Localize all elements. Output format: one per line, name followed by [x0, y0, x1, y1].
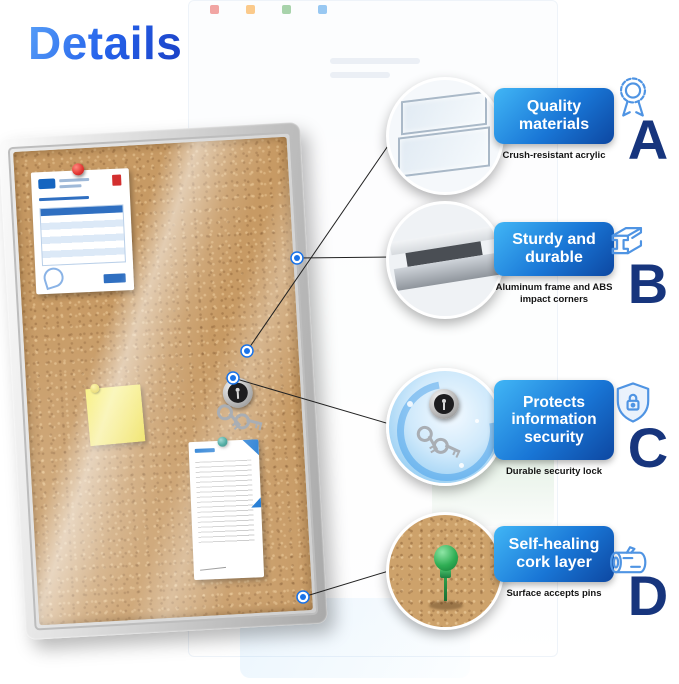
feature-title-d: Self-healing cork layer — [508, 535, 600, 571]
background-blue-dot — [318, 5, 327, 14]
aluminum-profile-photo — [386, 201, 504, 319]
feature-subtitle-c: Durable security lock — [505, 466, 603, 477]
wood-log-icon — [604, 532, 654, 582]
aluminum-channel — [389, 226, 501, 294]
marker-dot-b — [290, 251, 304, 265]
feature-title-c: Protects information security — [511, 393, 597, 446]
background-red-dot — [210, 5, 219, 14]
feature-subtitle-a: Crush-resistant acrylic — [502, 150, 606, 161]
security-lock-keys-photo — [386, 368, 504, 486]
feature-letter-a: A — [627, 108, 669, 171]
feature-subtitle-b: Aluminum frame and ABS impact corners — [495, 282, 613, 305]
background-orange-dot — [246, 5, 255, 14]
key-tooth — [455, 452, 460, 458]
medal-icon — [608, 72, 658, 122]
lock-cylinder — [434, 394, 454, 414]
water-drop — [459, 463, 464, 468]
feature-letter-b: B — [627, 252, 669, 315]
cork-push-pin-photo — [386, 512, 504, 630]
green-pin-neck — [440, 569, 451, 578]
marker-dot-a — [240, 344, 254, 358]
feature-banner-b: Sturdy and durable — [494, 222, 614, 276]
water-drop — [407, 401, 413, 407]
feature-banner-a: Quality materials — [494, 88, 614, 144]
feature-subtitle-d: Surface accepts pins — [506, 588, 602, 599]
background-green-dot — [282, 5, 291, 14]
page-title: Details — [28, 17, 183, 69]
feature-banner-c: Protects information security — [494, 380, 614, 460]
background-bar — [330, 72, 390, 78]
feature-banner-d: Self-healing cork layer — [494, 526, 614, 582]
keyhole-icon — [442, 399, 446, 403]
feature-letter-c: C — [627, 416, 669, 479]
background-bar — [330, 58, 420, 64]
water-drop — [475, 419, 479, 423]
steel-beam-icon — [604, 214, 654, 264]
pin-shadow — [429, 601, 463, 610]
feature-title-b: Sturdy and durable — [512, 230, 596, 266]
green-pin-stem — [444, 577, 447, 601]
shield-lock-icon — [608, 378, 658, 428]
keyhole-slot — [443, 403, 445, 410]
green-push-pin — [434, 545, 458, 571]
water-swirl — [389, 371, 501, 483]
lock-photo — [429, 389, 459, 419]
acrylic-sheet — [398, 126, 490, 178]
feature-letter-d: D — [627, 564, 669, 627]
acrylic-sheets-photo — [386, 77, 504, 195]
feature-title-a: Quality materials — [518, 97, 590, 133]
marker-dot-d — [296, 590, 310, 604]
marker-dot-c — [226, 371, 240, 385]
